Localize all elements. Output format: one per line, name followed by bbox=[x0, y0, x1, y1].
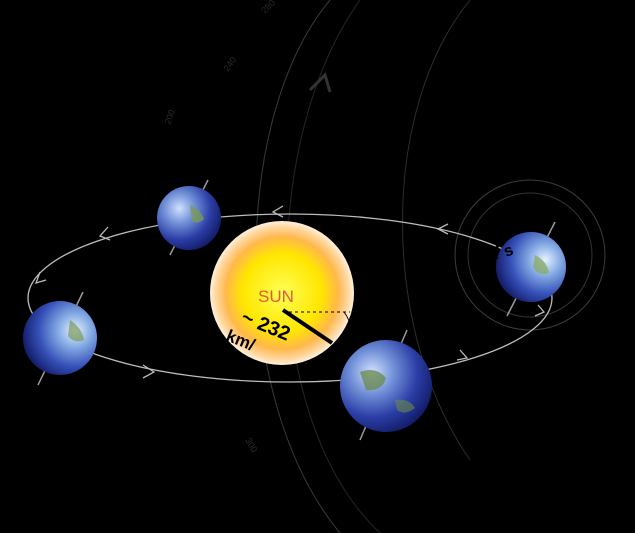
earth-icon bbox=[23, 291, 97, 386]
earth-icon bbox=[340, 329, 432, 441]
earth-land bbox=[190, 205, 204, 223]
orbit-path bbox=[27, 213, 553, 383]
orbit-arrow-icon bbox=[142, 364, 156, 379]
earth-land bbox=[533, 255, 549, 275]
earth-icon bbox=[157, 179, 221, 256]
ring-tick-label: 280 bbox=[259, 0, 277, 15]
orbit-arrow-icon bbox=[34, 271, 47, 284]
background-ring-circle bbox=[467, 192, 593, 318]
earth-globe bbox=[340, 340, 432, 432]
orbit-arrow-icon bbox=[271, 205, 284, 218]
angle-arc bbox=[341, 311, 351, 344]
background-ring-circle bbox=[454, 179, 606, 331]
earth-icon: s bbox=[494, 221, 566, 317]
ring-tick-label: 200 bbox=[162, 108, 177, 126]
ring-tick-label: 240 bbox=[221, 55, 238, 73]
fragment-mark bbox=[494, 244, 500, 260]
ring-tick-label: 300 bbox=[243, 436, 259, 454]
orbit-arrow-icon bbox=[436, 223, 449, 235]
sun-disc bbox=[210, 221, 354, 365]
orbit-arrow-icon bbox=[456, 349, 469, 361]
orbit-arrows bbox=[34, 205, 546, 379]
orbit-arrow-icon bbox=[98, 226, 111, 241]
earth-globe bbox=[157, 186, 221, 250]
orbit-arrow-icon bbox=[534, 304, 546, 317]
earth-globe bbox=[496, 232, 566, 302]
distance-line bbox=[281, 308, 334, 345]
earth-land bbox=[68, 320, 84, 342]
earth-land bbox=[360, 370, 386, 391]
earth-land bbox=[395, 399, 415, 413]
background-chevron-icon bbox=[308, 72, 332, 93]
sun-label: SUN bbox=[258, 287, 294, 306]
earth-globe bbox=[23, 301, 97, 375]
sun-icon: SUN bbox=[210, 221, 354, 365]
